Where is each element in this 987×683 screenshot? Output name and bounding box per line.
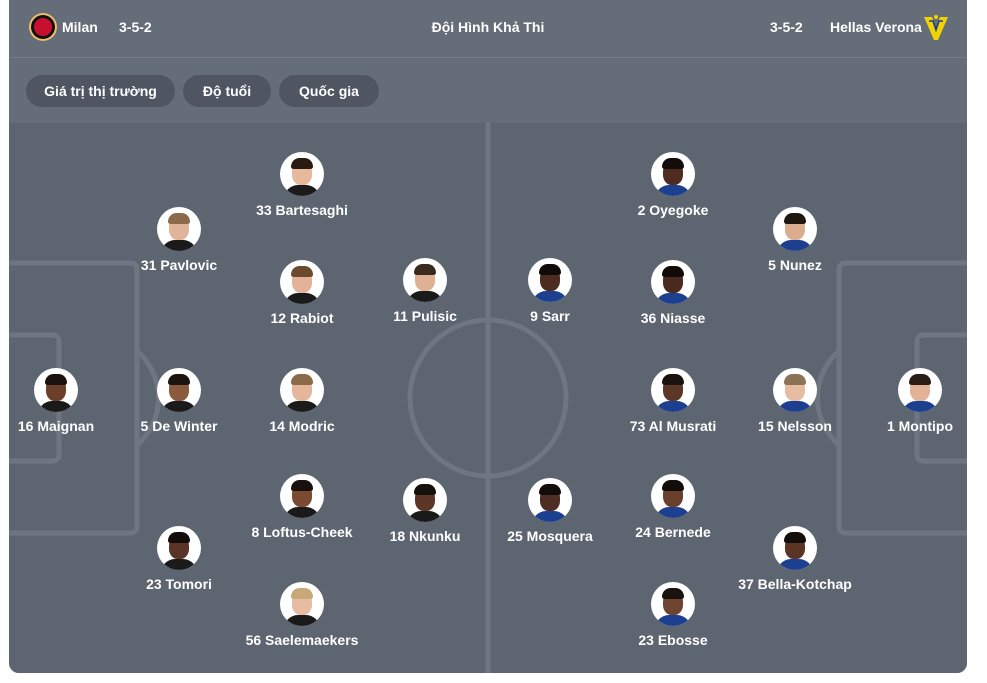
player-name: 14 Modric <box>269 418 335 434</box>
player-name: 56 Saelemaekers <box>245 632 359 648</box>
home-player[interactable]: 56 Saelemaekers <box>222 582 382 648</box>
player-avatar[interactable] <box>773 526 817 570</box>
away-formation: 3-5-2 <box>770 19 803 35</box>
player-avatar[interactable] <box>280 368 324 412</box>
player-avatar[interactable] <box>280 474 324 518</box>
away-player[interactable]: 24 Bernede <box>593 474 753 540</box>
player-name: 2 Oyegoke <box>637 202 709 218</box>
away-team-name[interactable]: Hellas Verona <box>830 19 922 35</box>
player-name: 12 Rabiot <box>270 310 334 326</box>
away-player[interactable]: 23 Ebosse <box>593 582 753 648</box>
player-name: 15 Nelsson <box>758 418 832 434</box>
away-player[interactable]: 25 Mosquera <box>470 478 630 544</box>
home-team-name[interactable]: Milan <box>62 19 98 35</box>
pitch: 16 Maignan 5 De Winter 31 Pavlovic 23 Tomor… <box>9 123 967 673</box>
home-player[interactable]: 12 Rabiot <box>222 260 382 326</box>
filter-age-button[interactable]: Độ tuổi <box>183 75 271 107</box>
home-player[interactable]: 33 Bartesaghi <box>222 152 382 218</box>
verona-crest-icon <box>924 15 948 40</box>
player-name: 36 Niasse <box>640 310 706 326</box>
player-name: 24 Bernede <box>635 524 711 540</box>
player-name: 73 Al Musrati <box>629 418 717 434</box>
player-avatar[interactable] <box>651 582 695 626</box>
lineup-header: Milan 3-5-2 Đội Hình Khả Thi 3-5-2 Hella… <box>9 0 967 58</box>
home-player[interactable]: 23 Tomori <box>99 526 259 592</box>
player-avatar[interactable] <box>898 368 942 412</box>
lineup-card: Milan 3-5-2 Đội Hình Khả Thi 3-5-2 Hella… <box>9 0 967 673</box>
home-player[interactable]: 16 Maignan <box>9 368 136 434</box>
player-avatar[interactable] <box>34 368 78 412</box>
player-name: 11 Pulisic <box>393 308 457 324</box>
player-avatar[interactable] <box>403 478 447 522</box>
player-avatar[interactable] <box>403 258 447 302</box>
player-name: 8 Loftus-Cheek <box>251 524 353 540</box>
away-player[interactable]: 73 Al Musrati <box>593 368 753 434</box>
player-name: 23 Ebosse <box>638 632 708 648</box>
player-avatar[interactable] <box>528 478 572 522</box>
filter-bar: Giá trị thị trường Độ tuổi Quốc gia <box>9 58 967 123</box>
player-avatar[interactable] <box>157 207 201 251</box>
player-avatar[interactable] <box>651 368 695 412</box>
player-avatar[interactable] <box>651 260 695 304</box>
home-formation: 3-5-2 <box>119 19 152 35</box>
away-player[interactable]: 15 Nelsson <box>715 368 875 434</box>
player-name: 37 Bella-Kotchap <box>738 576 852 592</box>
player-avatar[interactable] <box>280 582 324 626</box>
player-avatar[interactable] <box>528 258 572 302</box>
player-name: 25 Mosquera <box>507 528 593 544</box>
player-name: 16 Maignan <box>17 418 95 434</box>
player-name: 31 Pavlovic <box>140 257 218 273</box>
player-name: 5 De Winter <box>140 418 218 434</box>
home-player[interactable]: 5 De Winter <box>99 368 259 434</box>
player-avatar[interactable] <box>651 152 695 196</box>
home-player[interactable]: 8 Loftus-Cheek <box>222 474 382 540</box>
away-player[interactable]: 36 Niasse <box>593 260 753 326</box>
player-name: 33 Bartesaghi <box>256 202 348 218</box>
home-player[interactable]: 14 Modric <box>222 368 382 434</box>
player-avatar[interactable] <box>651 474 695 518</box>
home-player[interactable]: 11 Pulisic <box>345 258 505 324</box>
player-avatar[interactable] <box>157 526 201 570</box>
lineup-title: Đội Hình Khả Thi <box>431 19 545 35</box>
home-player[interactable]: 31 Pavlovic <box>99 207 259 273</box>
away-player[interactable]: 1 Montipo <box>840 368 967 434</box>
milan-crest-icon <box>29 13 57 41</box>
player-name: 1 Montipo <box>886 418 954 434</box>
home-player[interactable]: 18 Nkunku <box>345 478 505 544</box>
player-avatar[interactable] <box>773 207 817 251</box>
player-avatar[interactable] <box>773 368 817 412</box>
player-avatar[interactable] <box>157 368 201 412</box>
away-player[interactable]: 9 Sarr <box>470 258 630 324</box>
filter-market-value-button[interactable]: Giá trị thị trường <box>26 75 175 107</box>
player-name: 18 Nkunku <box>389 528 461 544</box>
player-avatar[interactable] <box>280 152 324 196</box>
player-name: 9 Sarr <box>530 308 570 324</box>
player-avatar[interactable] <box>280 260 324 304</box>
away-player[interactable]: 2 Oyegoke <box>593 152 753 218</box>
player-name: 23 Tomori <box>146 576 212 592</box>
away-player[interactable]: 5 Nunez <box>715 207 875 273</box>
filter-nationality-button[interactable]: Quốc gia <box>279 75 379 107</box>
player-name: 5 Nunez <box>768 257 822 273</box>
away-player[interactable]: 37 Bella-Kotchap <box>715 526 875 592</box>
